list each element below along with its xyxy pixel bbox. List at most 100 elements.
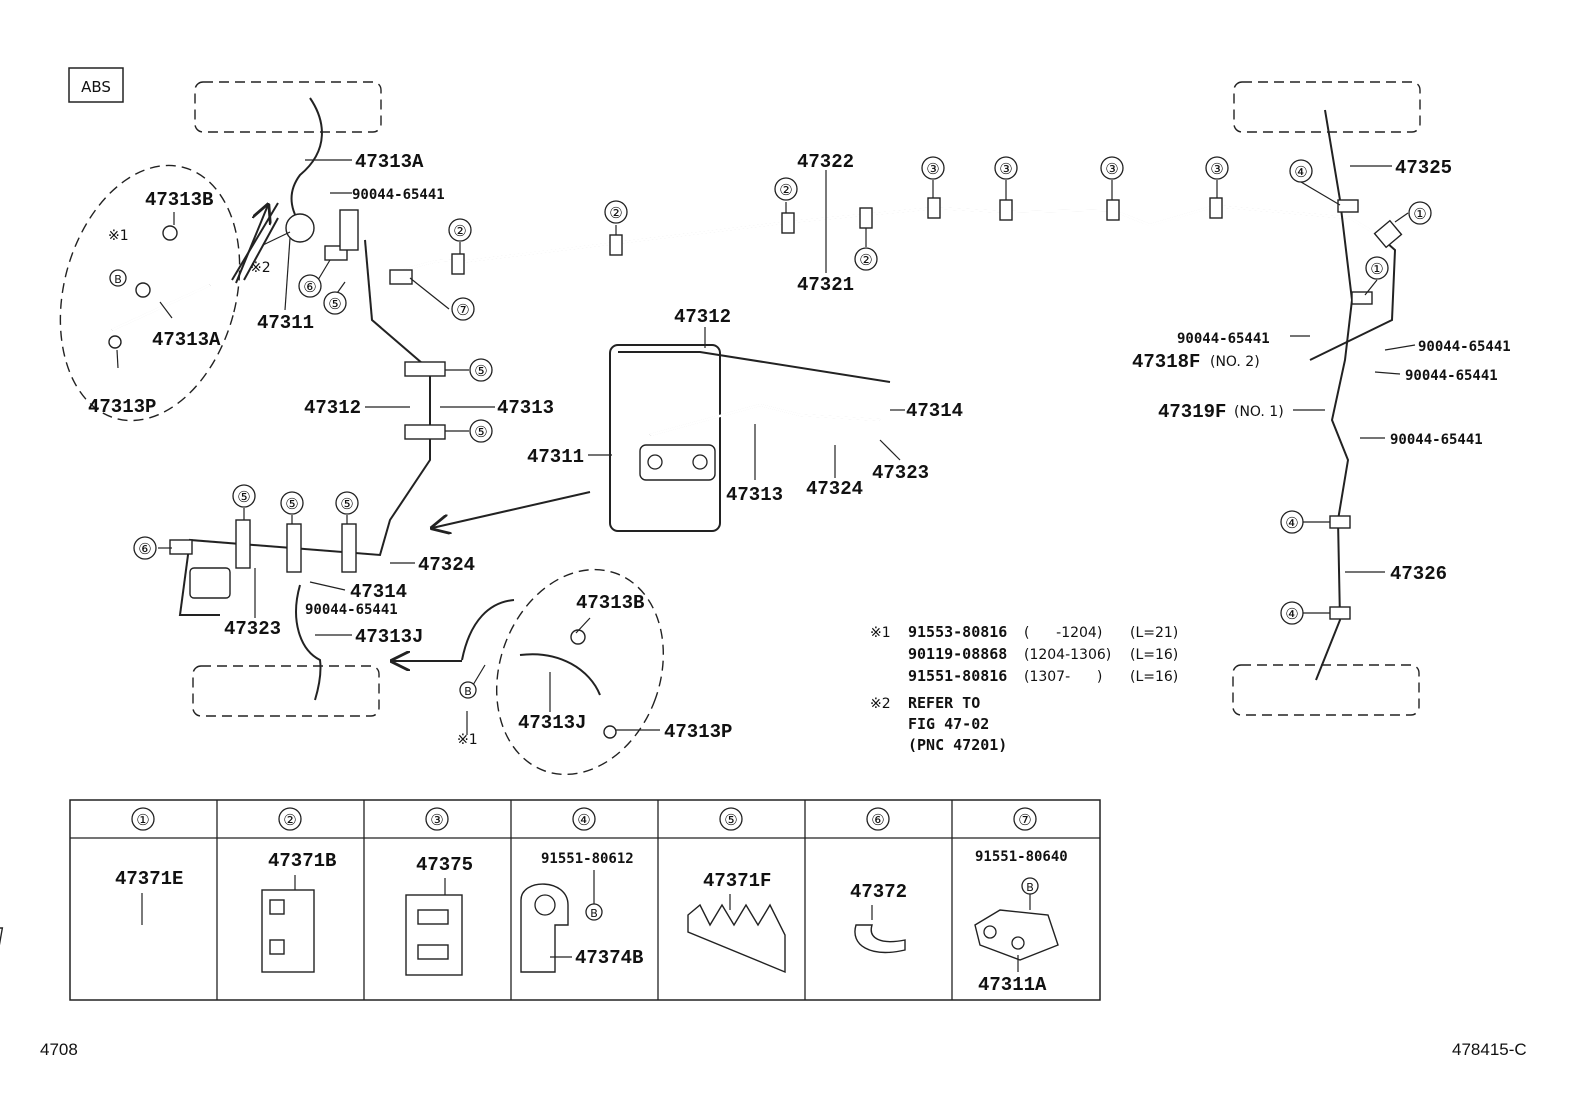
svg-text:B: B <box>1026 881 1034 894</box>
part-labels: 47313A 90044-65441 47313B ※1 ※2 47313A 4… <box>88 151 1511 748</box>
svg-text:(L=16): (L=16) <box>1130 669 1178 685</box>
label-47322: 47322 <box>797 151 854 173</box>
notes-block: ※1 91553-80816 ( -1204) (L=21) 90119-088… <box>870 623 1178 754</box>
label-47313J-left: 47313J <box>355 626 423 648</box>
legend-part-47374B: 47374B <box>575 947 643 969</box>
svg-text:④: ④ <box>1294 163 1307 181</box>
callout-4-a: ④ <box>1289 159 1313 183</box>
callout-1-b: ① <box>1365 256 1389 280</box>
label-47312-detail: 47312 <box>674 306 731 328</box>
legend-header-5: ⑤ <box>719 807 743 831</box>
label-47324-left: 47324 <box>418 554 475 576</box>
label-90044-f: 90044-65441 <box>305 602 398 618</box>
callout-3-a: ③ <box>921 156 945 180</box>
svg-text:(L=16): (L=16) <box>1130 647 1178 663</box>
svg-text:⑤: ⑤ <box>724 811 737 829</box>
svg-text:②: ② <box>859 251 872 269</box>
label-47311-top: 47311 <box>257 312 314 334</box>
label-47313P-left: 47313P <box>88 396 156 418</box>
clip-legend-table: ① ② ③ ④ ⑤ ⑥ ⑦ 47371E 47371B 47375 91551-… <box>0 799 1101 1001</box>
svg-text:⑥: ⑥ <box>303 278 316 296</box>
svg-text:④: ④ <box>1285 514 1298 532</box>
callout-3-c: ③ <box>1100 156 1124 180</box>
legend-header-3: ③ <box>425 807 449 831</box>
legend-part-47371B: 47371B <box>268 850 336 872</box>
label-47324-detail: 47324 <box>806 478 863 500</box>
detail-ellipse-left: B <box>59 164 279 422</box>
label-47319F: 47319F <box>1158 401 1226 423</box>
callout-5-d: ⑤ <box>280 491 304 515</box>
page-code-left: 4708 <box>40 1040 78 1059</box>
callout-6-a: ⑥ <box>133 536 157 560</box>
label-47313B-bottom: 47313B <box>576 592 644 614</box>
label-47313A-top: 47313A <box>355 151 424 173</box>
legend-part-47371E: 47371E <box>115 868 183 890</box>
label-47323-left: 47323 <box>224 618 281 640</box>
svg-text:③: ③ <box>1210 160 1223 178</box>
ref1-left: ※1 <box>108 228 129 244</box>
legend-header-6: ⑥ <box>866 807 890 831</box>
svg-text:91551-80816: 91551-80816 <box>908 667 1007 685</box>
callout-2-b: ② <box>604 200 628 224</box>
svg-text:①: ① <box>1413 205 1426 223</box>
label-47323-detail: 47323 <box>872 462 929 484</box>
legend-sub-91551-80612: 91551-80612 <box>541 851 634 867</box>
callout-6-b: ⑥ <box>298 274 322 298</box>
callout-3-b: ③ <box>994 156 1018 180</box>
note2-mark: ※2 <box>870 696 891 712</box>
svg-text:REFER TO: REFER TO <box>908 694 980 712</box>
svg-text:( -1204): ( -1204) <box>1024 625 1102 641</box>
direction-arrows <box>235 205 591 661</box>
legend-header-7: ⑦ <box>1013 807 1037 831</box>
svg-text:⑥: ⑥ <box>138 540 151 558</box>
callout-5-a: ⑤ <box>469 358 493 382</box>
svg-text:90119-08868: 90119-08868 <box>908 645 1007 663</box>
legend-header-4: ④ <box>572 807 596 831</box>
svg-text:⑤: ⑤ <box>474 362 487 380</box>
svg-text:91553-80816: 91553-80816 <box>908 623 1007 641</box>
svg-text:②: ② <box>609 204 622 222</box>
legend-sub-91551-80640: 91551-80640 <box>975 849 1068 865</box>
callout-2-c: ② <box>774 177 798 201</box>
svg-text:⑥: ⑥ <box>871 811 884 829</box>
svg-text:③: ③ <box>1105 160 1118 178</box>
legend-part-47371F: 47371F <box>703 870 771 892</box>
svg-text:(1204-1306): (1204-1306) <box>1024 647 1111 663</box>
svg-text:③: ③ <box>999 160 1012 178</box>
callout-4-c: ④ <box>1280 601 1304 625</box>
svg-text:FIG 47-02: FIG 47-02 <box>908 715 989 733</box>
reference-boxes <box>192 81 1421 717</box>
label-47313J-bottom: 47313J <box>518 712 586 734</box>
callout-4-b: ④ <box>1280 510 1304 534</box>
svg-text:③: ③ <box>926 160 939 178</box>
label-90044-c: 90044-65441 <box>1418 339 1511 355</box>
callout-7-a: ⑦ <box>451 297 475 321</box>
label-47325: 47325 <box>1395 157 1452 179</box>
callout-5-f: ⑤ <box>323 291 347 315</box>
legend-part-47372: 47372 <box>850 881 907 903</box>
note1-mark: ※1 <box>870 625 891 641</box>
label-47313-detail: 47313 <box>726 484 783 506</box>
ref1-bottom: ※1 <box>457 732 478 748</box>
illustration-code-right: 478415-C <box>1452 1040 1527 1059</box>
svg-text:②: ② <box>283 811 296 829</box>
svg-text:⑤: ⑤ <box>328 295 341 313</box>
label-47313P-bottom: 47313P <box>664 721 732 743</box>
svg-text:⑤: ⑤ <box>237 488 250 506</box>
svg-text:B: B <box>114 273 122 286</box>
label-47314-left: 47314 <box>350 581 407 603</box>
label-47312-left: 47312 <box>304 397 361 419</box>
svg-text:⑤: ⑤ <box>340 495 353 513</box>
detail-ellipse-bottom <box>461 568 665 776</box>
label-47318F-sub: (NO. 2) <box>1210 354 1260 370</box>
callout-2-d: ② <box>854 247 878 271</box>
svg-text:(L=21): (L=21) <box>1130 625 1178 641</box>
callout-2-a: ② <box>448 218 472 242</box>
abs-badge: ABS <box>68 67 124 103</box>
svg-text:①: ① <box>136 811 149 829</box>
callout-1-a: ① <box>1408 201 1432 225</box>
callout-5-c: ⑤ <box>232 484 256 508</box>
label-90044-e: 90044-65441 <box>1390 432 1483 448</box>
legend-header-1: ① <box>131 807 155 831</box>
